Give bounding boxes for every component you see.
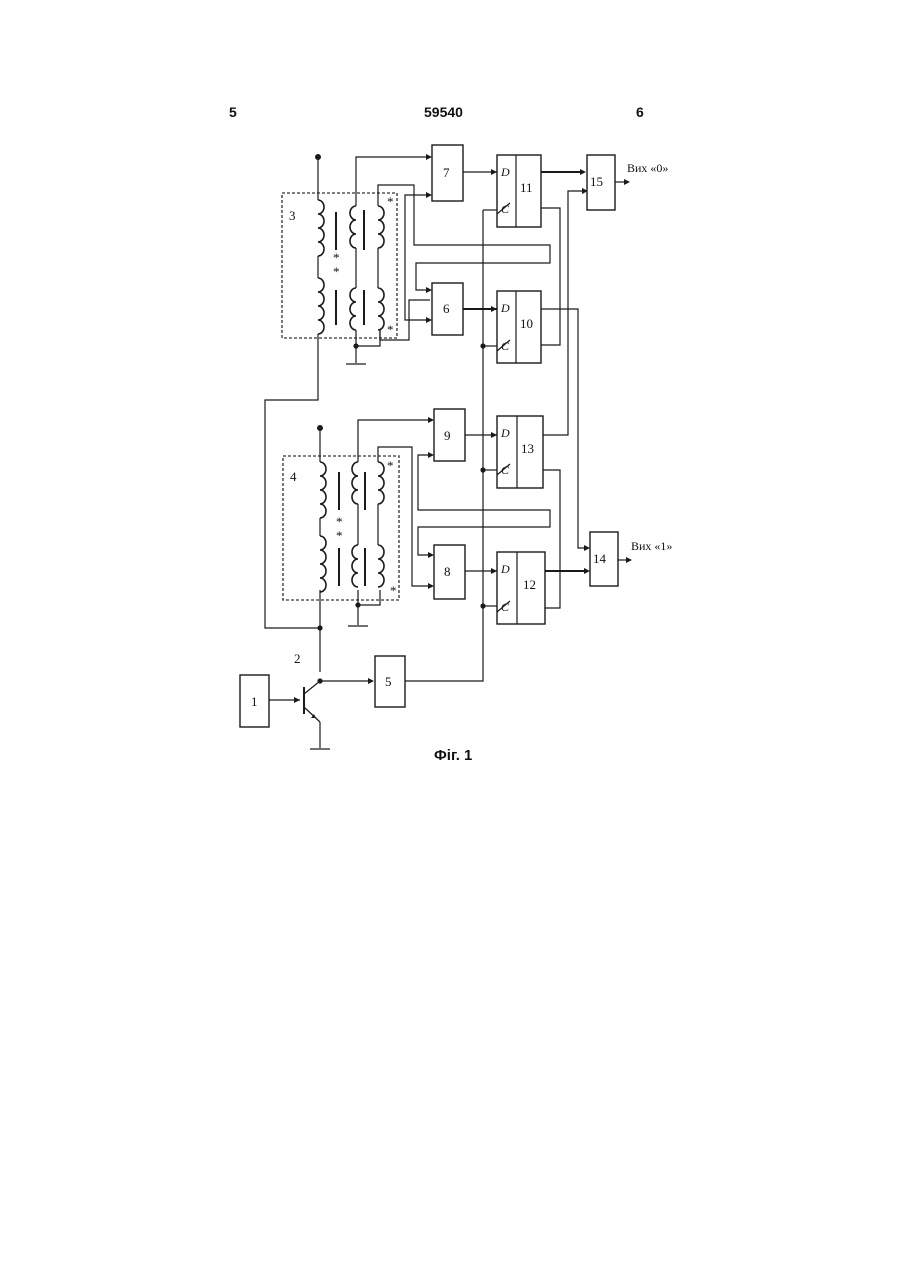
polarity-mark: * bbox=[336, 528, 343, 543]
pin-d: D bbox=[500, 426, 510, 440]
transformer-4: 4 * * * * bbox=[283, 456, 399, 600]
flipflop-11-label: 11 bbox=[520, 180, 533, 195]
block-6-label: 6 bbox=[443, 301, 450, 316]
flipflop-13: D C 13 bbox=[497, 416, 543, 488]
flipflop-12-label: 12 bbox=[523, 577, 536, 592]
polarity-mark: * bbox=[387, 458, 394, 473]
block-1-label: 1 bbox=[251, 694, 258, 709]
polarity-mark: * bbox=[336, 514, 343, 529]
flipflop-10: D C 10 bbox=[497, 291, 541, 363]
flipflop-11: D C 11 bbox=[497, 155, 541, 227]
pin-d: D bbox=[500, 301, 510, 315]
transformer-3-label: 3 bbox=[289, 208, 296, 223]
polarity-mark: * bbox=[333, 264, 340, 279]
figure-caption: Фіг. 1 bbox=[434, 747, 472, 764]
transformer-4-label: 4 bbox=[290, 469, 297, 484]
flipflop-12: D C 12 bbox=[497, 552, 545, 624]
block-9-label: 9 bbox=[444, 428, 451, 443]
pin-d: D bbox=[500, 165, 510, 179]
transformer-3: 3 * * * * bbox=[282, 193, 397, 338]
polarity-mark: * bbox=[333, 250, 340, 265]
flipflop-13-label: 13 bbox=[521, 441, 534, 456]
polarity-mark: * bbox=[390, 583, 397, 598]
polarity-mark: * bbox=[387, 194, 394, 209]
block-8-label: 8 bbox=[444, 564, 451, 579]
block-15-label: 15 bbox=[590, 174, 603, 189]
polarity-mark: * bbox=[387, 322, 394, 337]
output-1-label: Вих «1» bbox=[631, 539, 672, 553]
flipflop-10-label: 10 bbox=[520, 316, 533, 331]
block-5-label: 5 bbox=[385, 674, 392, 689]
pin-d: D bbox=[500, 562, 510, 576]
transistor-2-label: 2 bbox=[294, 651, 301, 666]
block-14-label: 14 bbox=[593, 551, 607, 566]
output-0-label: Вих «0» bbox=[627, 161, 668, 175]
block-7-label: 7 bbox=[443, 165, 450, 180]
transistor-2 bbox=[304, 681, 320, 722]
